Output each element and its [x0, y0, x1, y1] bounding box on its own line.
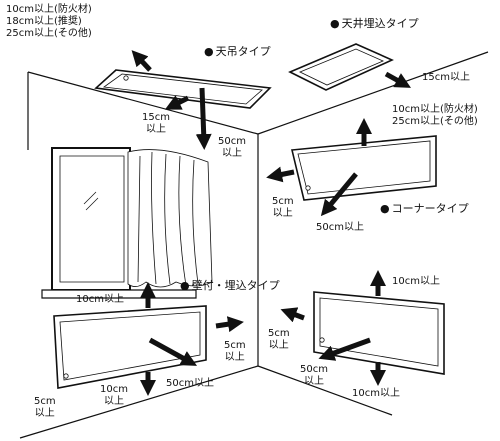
arrow-ceiling-recessed-side	[384, 71, 411, 88]
ceiling-hung-top-line-1: 10cm以上(防火材)	[6, 4, 92, 15]
arrow-ceiling-hung-side	[164, 95, 190, 110]
right-unit-front-clearance: 50cm 以上	[300, 364, 328, 388]
window-inner-frame	[59, 155, 125, 283]
clearance-arrows	[131, 50, 411, 397]
wall-mounted-left-line-2: 以上	[34, 408, 55, 419]
wall-mounted-right-clearance: 5cm 以上	[224, 340, 246, 364]
room-outline	[19, 51, 489, 439]
right-unit-left-clearance: 5cm 以上	[268, 328, 290, 352]
right-unit-front-line-2: 以上	[303, 376, 324, 387]
corner-side-line-2: 以上	[272, 208, 293, 219]
arrow-right-unit-front	[318, 337, 371, 361]
wall-mounted-left-line-1: 5cm	[34, 396, 56, 407]
wall-mounted-front-clearance: 50cm以上	[166, 378, 214, 389]
corner-front-clearance: 50cm以上	[316, 222, 364, 233]
ceiling-hung-side-clearance: 15cm 以上	[142, 112, 170, 136]
bullet: ●	[180, 279, 190, 292]
ceiling-hung-front-line-1: 50cm	[218, 136, 246, 147]
ceiling-hung-top-line-3: 25cm以上(その他)	[6, 28, 92, 39]
corner-title: ●コーナータイプ	[380, 203, 469, 215]
right-wall-unit	[313, 291, 445, 375]
wall-mounted-top-clearance: 10cm以上	[76, 294, 124, 305]
right-unit-left-line-2: 以上	[268, 340, 289, 351]
ceiling-hung-side-line-1: 15cm	[142, 112, 170, 123]
ceiling-hung-side-line-2: 以上	[145, 124, 166, 135]
ceiling-hung-top-clearance: 10cm以上(防火材) 18cm以上(推奨) 25cm以上(その他)	[6, 4, 92, 40]
ceiling-hung-front-clearance: 50cm 以上	[218, 136, 246, 160]
wall-mounted-right-line-1: 5cm	[224, 340, 246, 351]
corner-side-clearance: 5cm 以上	[272, 196, 294, 220]
right-unit-top-clearance: 10cm以上	[392, 276, 440, 287]
window-glare-2	[85, 197, 99, 211]
wall-mounted-bottom-clearance: 10cm 以上	[100, 384, 128, 408]
wall-mounted-right-line-2: 以上	[224, 352, 245, 363]
arrow-corner-side	[266, 166, 295, 183]
ceiling-right-edge	[257, 51, 489, 135]
wall-mounted-unit	[53, 305, 207, 389]
ceiling-hung-front-line-2: 以上	[221, 148, 242, 159]
right-unit-front-line-1: 50cm	[300, 364, 328, 375]
curtain	[127, 149, 213, 288]
right-unit-left-line-1: 5cm	[268, 328, 290, 339]
arrow-wall-front	[148, 337, 198, 366]
ceiling-recessed-title-text: 天井埋込タイプ	[341, 17, 419, 30]
ceiling-left-edge	[27, 71, 259, 135]
wall-mounted-left-clearance: 5cm 以上	[34, 396, 56, 420]
wall-mounted-title: ●壁付・埋込タイプ	[180, 280, 280, 292]
ceiling-recessed-side-clearance: 15cm以上	[422, 72, 470, 83]
bullet: ●	[204, 45, 214, 58]
wall-mounted-bottom-line-2: 以上	[103, 396, 124, 407]
corner-side-line-1: 5cm	[272, 196, 294, 207]
arrow-ceiling-hung-front	[195, 87, 212, 150]
ceiling-hung-unit	[94, 69, 272, 109]
wall-mounted-bottom-line-1: 10cm	[100, 384, 128, 395]
wall-mounted-title-text: 壁付・埋込タイプ	[191, 279, 280, 292]
right-unit-bottom-clearance: 10cm以上	[352, 388, 400, 399]
arrow-ceiling-hung-top	[131, 50, 152, 72]
arrow-wall-right	[215, 316, 244, 333]
window-frame	[51, 147, 131, 291]
corner-top-line-2: 25cm以上(その他)	[392, 116, 478, 127]
arrow-corner-front	[320, 172, 358, 217]
floor-right-edge	[257, 365, 393, 416]
window-glare	[83, 191, 97, 205]
bullet: ●	[380, 202, 390, 215]
corner-top-line-1: 10cm以上(防火材)	[392, 104, 478, 115]
floor-left-edge	[19, 365, 259, 439]
corner-unit	[291, 135, 437, 201]
arrow-right-unit-left	[280, 307, 305, 323]
ceiling-hung-title-text: 天吊タイプ	[215, 45, 271, 58]
ceiling-hung-top-line-2: 18cm以上(推奨)	[6, 16, 82, 27]
bullet: ●	[330, 17, 340, 30]
corner-top-clearance: 10cm以上(防火材) 25cm以上(その他)	[392, 104, 478, 128]
corner-title-text: コーナータイプ	[391, 202, 469, 215]
ceiling-hung-title: ●天吊タイプ	[204, 46, 271, 58]
ceiling-recessed-title: ●天井埋込タイプ	[330, 18, 419, 30]
ceiling-recessed-unit	[288, 43, 394, 91]
